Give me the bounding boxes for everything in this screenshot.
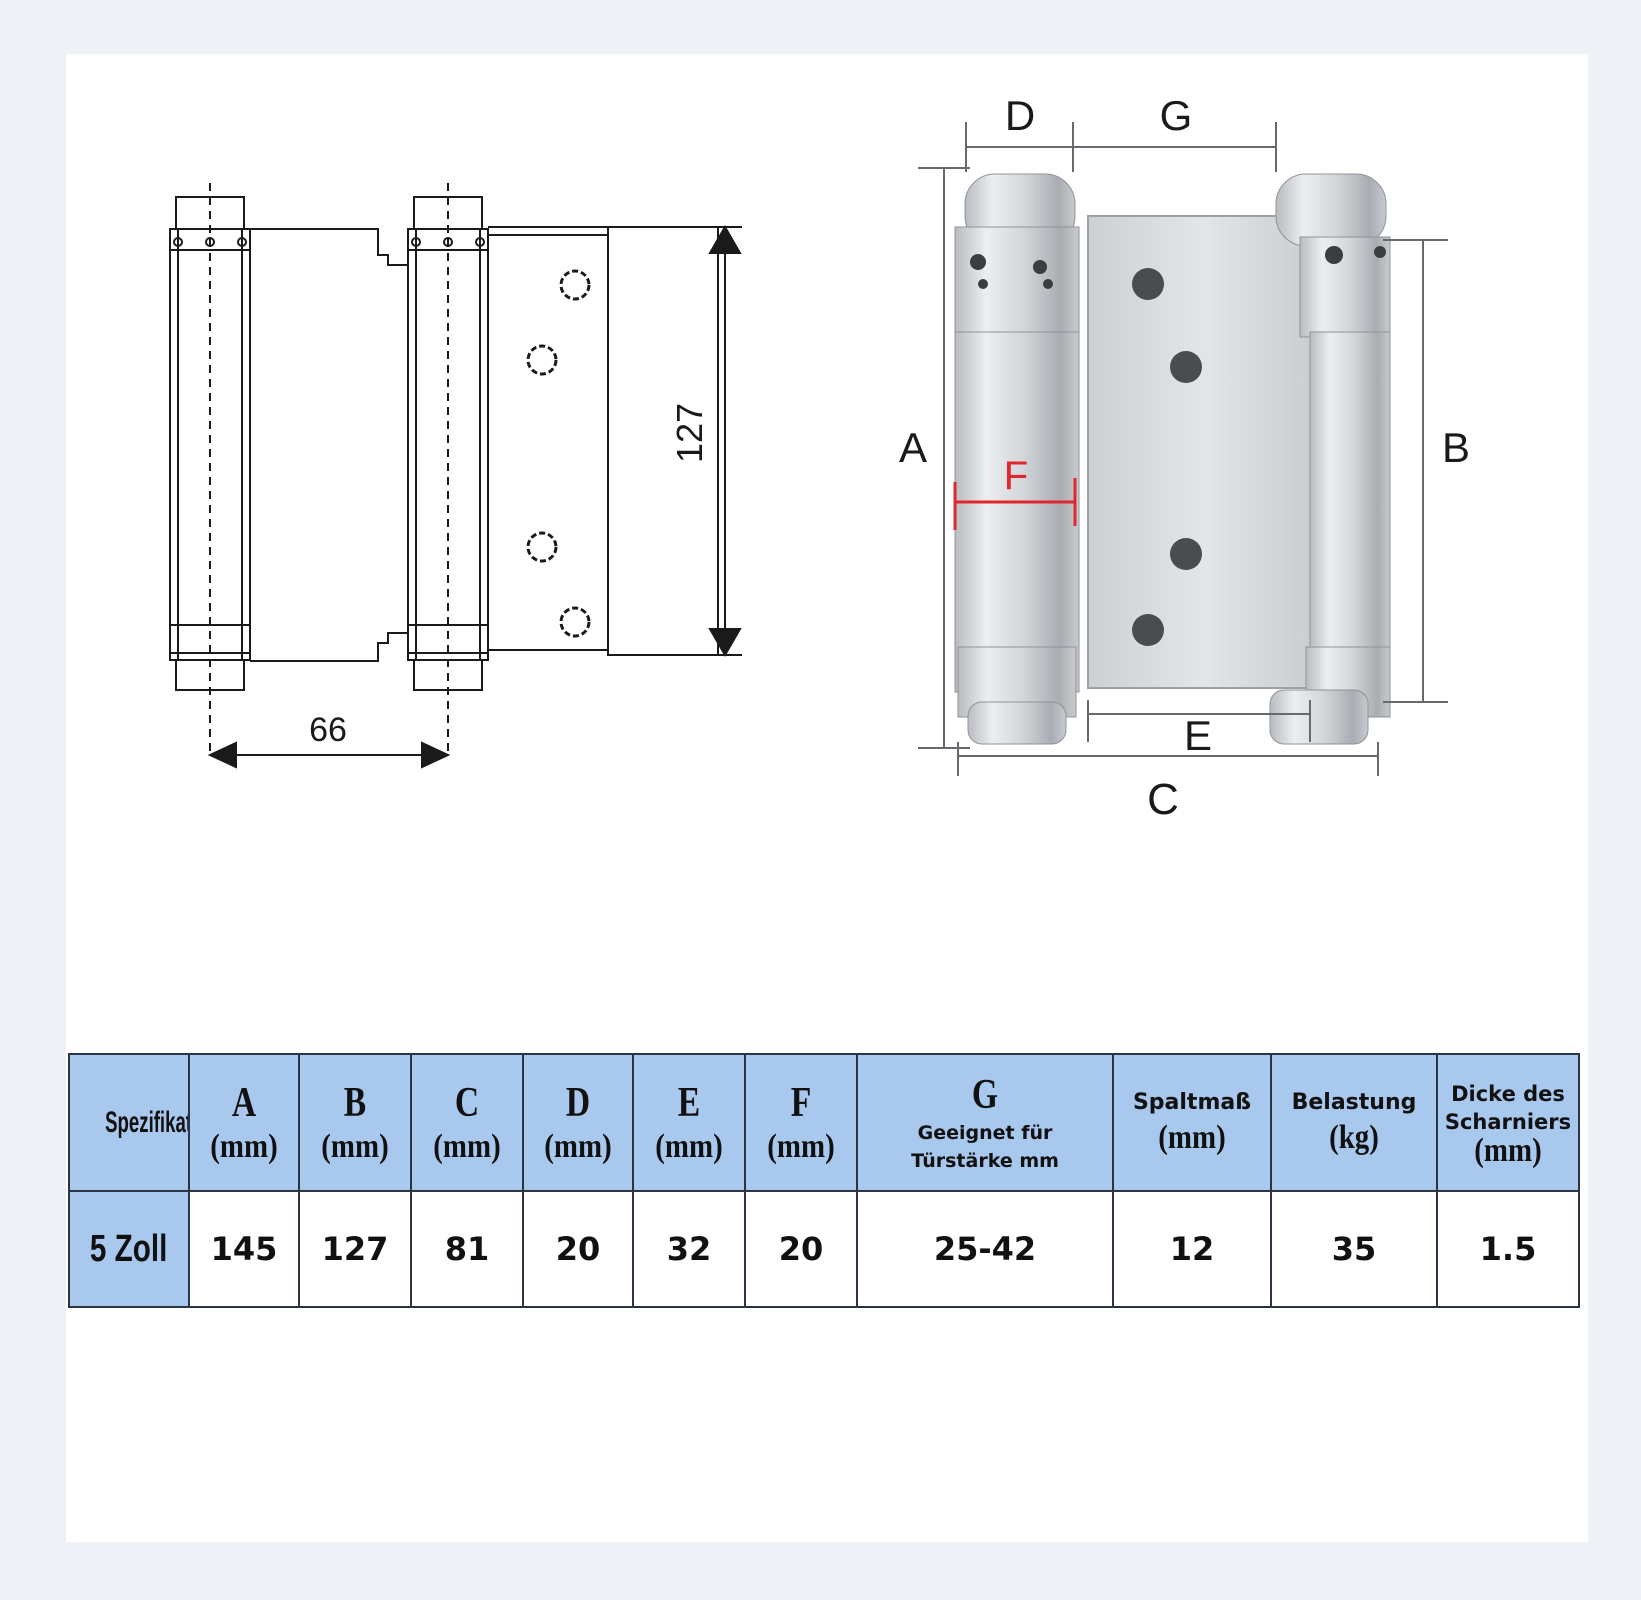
screw-hole (526, 531, 558, 563)
height-dimension-label: 127 (669, 403, 710, 463)
header-e: E(mm) (632, 1053, 746, 1192)
hinge-line-drawing: 127 66 (169, 183, 742, 769)
header-f: F(mm) (744, 1053, 858, 1192)
header-a: A(mm) (188, 1053, 300, 1192)
cell-gap: 12 (1112, 1190, 1272, 1308)
header-load: Belastung(kg) (1270, 1053, 1438, 1192)
row-label-cell: 5 Zoll (68, 1190, 190, 1308)
right-bottom-cap (1269, 689, 1369, 745)
technical-drawing-panel: 127 66 (130, 155, 792, 815)
center-plate (1087, 215, 1319, 689)
table-row: 5 Zoll 145 127 81 20 32 20 25-42 12 35 1… (68, 1190, 1580, 1308)
hinge-illustration: D G A B F E C (899, 92, 1470, 824)
cell-load: 35 (1270, 1190, 1438, 1308)
header-d: D(mm) (522, 1053, 634, 1192)
plate-screw-hole (1170, 351, 1202, 383)
arrow-left (207, 741, 237, 769)
label-c: C (1147, 775, 1179, 824)
label-b: B (1442, 424, 1470, 471)
plate-screw-hole (1132, 614, 1164, 646)
header-spec: Spezifikation (68, 1053, 190, 1192)
left-bottom-cap (967, 701, 1067, 745)
left-upper-collar (954, 226, 1080, 340)
label-d: D (1005, 92, 1035, 139)
left-barrel-body (954, 331, 1080, 693)
cell-g: 25-42 (856, 1190, 1114, 1308)
plate-screw-hole (1132, 268, 1164, 300)
label-e: E (1184, 712, 1212, 759)
screw-hole (559, 606, 591, 638)
cell-f: 20 (744, 1190, 858, 1308)
cell-e: 32 (632, 1190, 746, 1308)
arrow-down (708, 628, 742, 658)
width-dimension-label: 66 (309, 711, 347, 749)
arrow-up (708, 224, 742, 254)
cell-thickness: 1.5 (1436, 1190, 1580, 1308)
cell-d: 20 (522, 1190, 634, 1308)
f-dimension-line (953, 478, 1077, 530)
label-g: G (1160, 92, 1193, 139)
header-c: C(mm) (410, 1053, 524, 1192)
specification-table: Spezifikation A(mm) B(mm) C(mm) D(mm) E(… (68, 1053, 1580, 1308)
header-gap: Spaltmaß(mm) (1112, 1053, 1272, 1192)
table-header-row: Spezifikation A(mm) B(mm) C(mm) D(mm) E(… (68, 1053, 1580, 1192)
hinge-photo-panel: D G A B F E C (858, 62, 1540, 942)
arrow-right (421, 741, 451, 769)
label-f: F (1004, 454, 1028, 498)
plate-screw-hole (1170, 538, 1202, 570)
right-barrel-body (1309, 331, 1391, 693)
screw-hole (559, 269, 591, 301)
right-top-cap (1275, 173, 1387, 247)
screw-hole (526, 344, 558, 376)
hinge-leaf (487, 234, 609, 651)
header-b: B(mm) (298, 1053, 412, 1192)
label-a: A (899, 424, 927, 471)
cell-b: 127 (298, 1190, 412, 1308)
cell-a: 145 (188, 1190, 300, 1308)
cell-c: 81 (410, 1190, 524, 1308)
